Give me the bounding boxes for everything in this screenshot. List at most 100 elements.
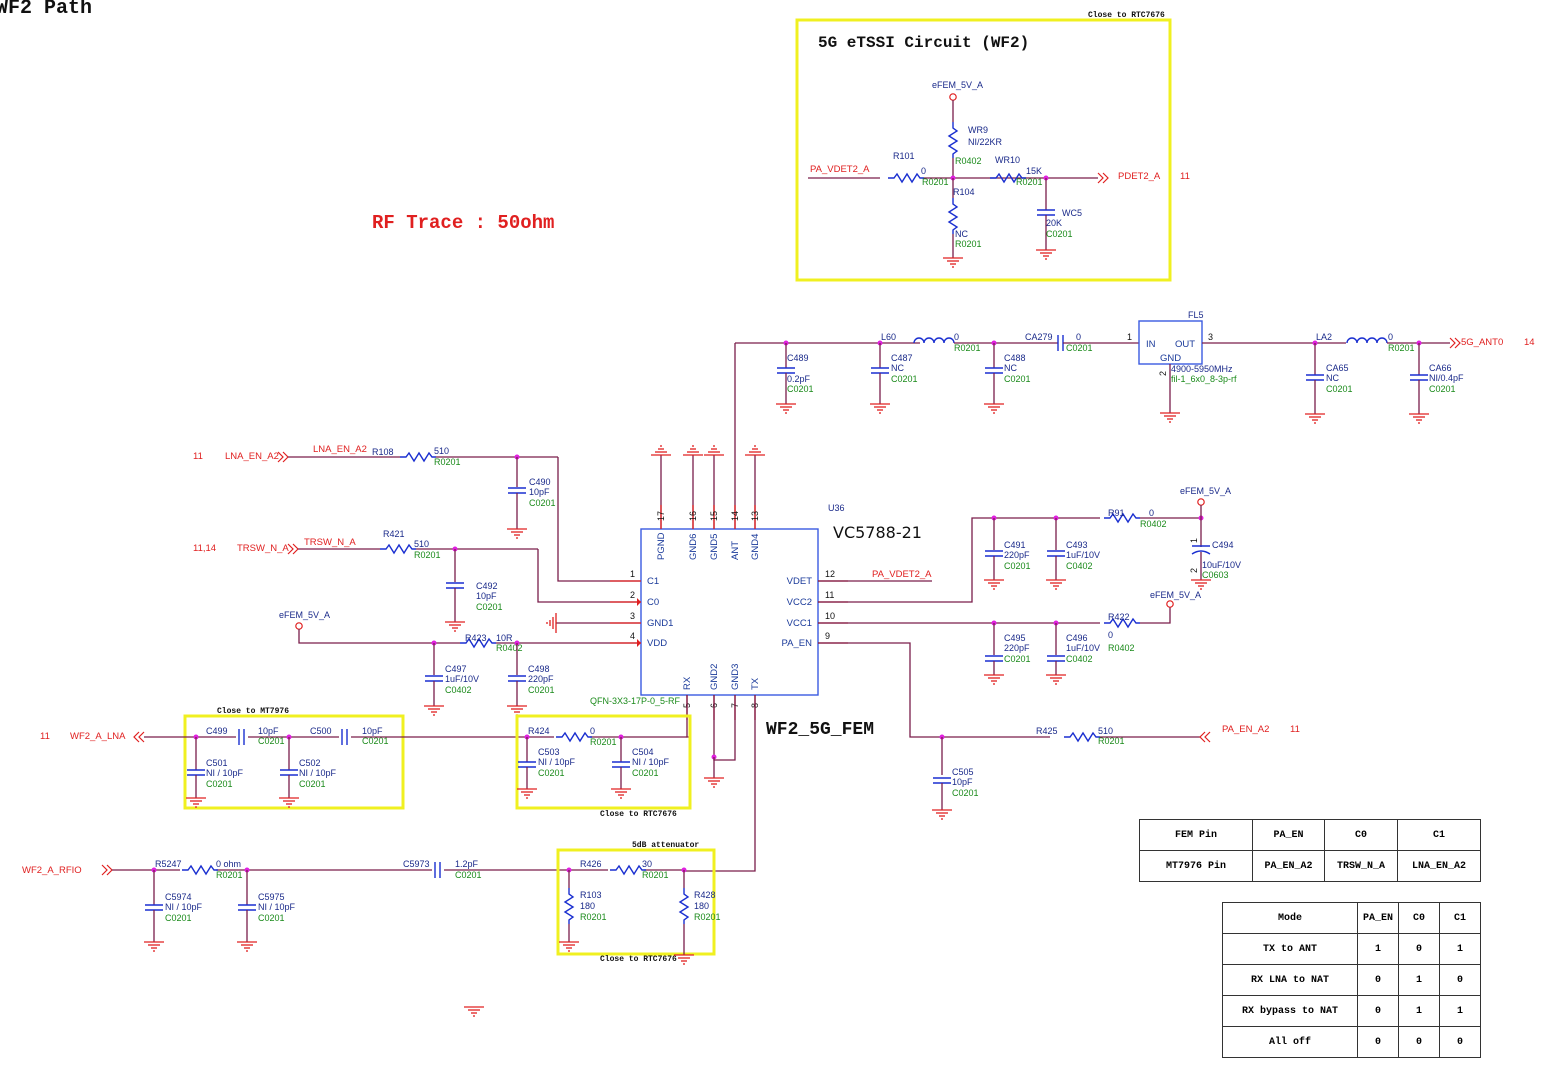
mode-value: 0 (1439, 964, 1481, 996)
capacitor-ca279[interactable] (1057, 334, 1064, 352)
ca66-ref: CA66 (1429, 363, 1452, 373)
pa-en-line: C505 10pF C0201 R425 510 R0201 PA_EN_A2 … (818, 642, 1300, 820)
r422-ref: R422 (1108, 612, 1130, 622)
la2-value: 0 (1388, 332, 1393, 342)
capacitor-c497[interactable] (424, 675, 444, 682)
c502-value: NI / 10pF (299, 768, 337, 778)
c493-footprint: C0402 (1066, 561, 1093, 571)
page-ref: 11 (193, 451, 203, 462)
ground-icon (278, 797, 300, 808)
inductor-la2[interactable] (1346, 337, 1388, 344)
port-lna-en-a2: LNA_EN_A2 (225, 451, 279, 462)
capacitor-c487[interactable] (870, 367, 890, 374)
resistor-wr9[interactable] (948, 121, 958, 159)
capacitor-c502[interactable] (279, 769, 299, 776)
ground-icon (775, 403, 797, 414)
capacitor-c496[interactable] (1046, 655, 1066, 662)
c5975-ref: C5975 (258, 892, 285, 902)
capacitor-c490[interactable] (507, 487, 527, 494)
c502-ref: C502 (299, 758, 321, 768)
capacitor-c495[interactable] (984, 655, 1004, 662)
c505-value: 10pF (952, 777, 973, 787)
supply-power-label-2: eFEM_5V_A (1150, 590, 1201, 600)
ground-icon (1408, 413, 1430, 424)
filter-fl5[interactable] (1138, 320, 1203, 365)
page-title: WF2 Path (0, 0, 92, 20)
fem-pin-name: GND2 (709, 664, 720, 690)
wr9-footprint: R0402 (955, 156, 982, 166)
resistor-r108[interactable] (399, 452, 437, 462)
mode-value: 1 (1398, 995, 1440, 1027)
ca279-value: 0 (1076, 332, 1081, 342)
power-port-icon (1197, 498, 1205, 506)
fl5-pin-gnd: 2 (1158, 371, 1168, 376)
ground-icon (983, 403, 1005, 414)
c487-ref: C487 (891, 353, 913, 363)
capacitor-c491[interactable] (984, 550, 1004, 557)
r422-footprint: R0402 (1108, 643, 1135, 653)
capacitor-wc5[interactable] (1036, 209, 1056, 216)
resistor-r425[interactable] (1063, 732, 1101, 742)
fem-pin-number: 14 (730, 511, 740, 521)
fem-pin-number: 13 (750, 511, 760, 521)
port-trsw-n-a: TRSW_N_A (237, 543, 289, 554)
port-arrow-icon (1097, 172, 1109, 184)
net-pa-vdet2-a: PA_VDET2_A (810, 164, 870, 175)
vdd-power-label: eFEM_5V_A (279, 610, 330, 620)
resistor-r428[interactable] (679, 887, 689, 925)
resistor-r103[interactable] (564, 887, 574, 925)
c491-footprint: C0201 (1004, 561, 1031, 571)
page-ref: 14 (1524, 337, 1535, 348)
ground-icon (983, 579, 1005, 590)
ca66-footprint: C0201 (1429, 384, 1456, 394)
l60-footprint: R0201 (954, 343, 981, 353)
close-to-rtc7676-note-2: Close to RTC7676 (600, 955, 677, 964)
c488-ref: C488 (1004, 353, 1026, 363)
ca279-ref: CA279 (1025, 332, 1053, 342)
capacitor-c498[interactable] (507, 675, 527, 682)
capacitor-c5975[interactable] (237, 904, 257, 911)
ground-icon (143, 941, 165, 952)
r423-ref: R423 (465, 633, 487, 643)
pin-mapping-table: FEM Pin PA_EN C0 C1 MT7976 Pin PA_EN_A2 … (1139, 819, 1481, 882)
c487-value: NC (891, 363, 904, 373)
capacitor-ca66[interactable] (1409, 374, 1429, 381)
resistor-r421[interactable] (379, 544, 417, 554)
capacitor-c489[interactable] (776, 367, 796, 374)
port-arrow-icon (133, 731, 145, 743)
capacitor-c493[interactable] (1046, 550, 1066, 557)
mode-name: TX to ANT (1222, 933, 1358, 965)
r428-footprint: R0201 (694, 912, 721, 922)
la2-footprint: R0201 (1388, 343, 1415, 353)
capacitor-c488[interactable] (984, 367, 1004, 374)
c5973-value: 1.2pF (455, 859, 479, 869)
c488-value: NC (1004, 363, 1017, 373)
fem-ic-body[interactable] (640, 528, 819, 696)
capacitor-c503[interactable] (517, 761, 537, 768)
capacitor-c492[interactable] (445, 582, 465, 589)
ground-icon (444, 621, 466, 632)
rf-trace-note: RF Trace : 50ohm (372, 212, 554, 234)
resistor-r101[interactable] (887, 173, 925, 183)
capacitor-c501[interactable] (186, 769, 206, 776)
inductor-l60[interactable] (913, 337, 955, 344)
fl5-gnd-label: GND (1160, 353, 1181, 364)
capacitor-ca65[interactable] (1305, 374, 1325, 381)
close-to-rtc7676-note: Close to RTC7676 (600, 810, 677, 819)
r424-footprint: R0201 (590, 737, 617, 747)
fem-pin-name: ANT (730, 541, 741, 560)
c488-footprint: C0201 (1004, 374, 1031, 384)
ca66-value: NI/0.4pF (1429, 373, 1464, 383)
c489-value: 0.2pF (787, 374, 811, 384)
fem-chip-u36: U36 VC5788-21 QFN-3X3-17P-0_5-RF WF2_5G_… (590, 445, 932, 872)
capacitor-c504[interactable] (611, 761, 631, 768)
r423-value: 10R (496, 633, 513, 643)
ground-icon (703, 777, 725, 788)
fem-pin-name: VCC2 (787, 597, 812, 608)
capacitor-c505[interactable] (932, 777, 952, 784)
c494-pin1: 1 (1189, 538, 1199, 543)
c494-footprint: C0603 (1202, 570, 1229, 580)
mode-value: 0 (1398, 933, 1440, 965)
capacitor-c5974[interactable] (144, 904, 164, 911)
